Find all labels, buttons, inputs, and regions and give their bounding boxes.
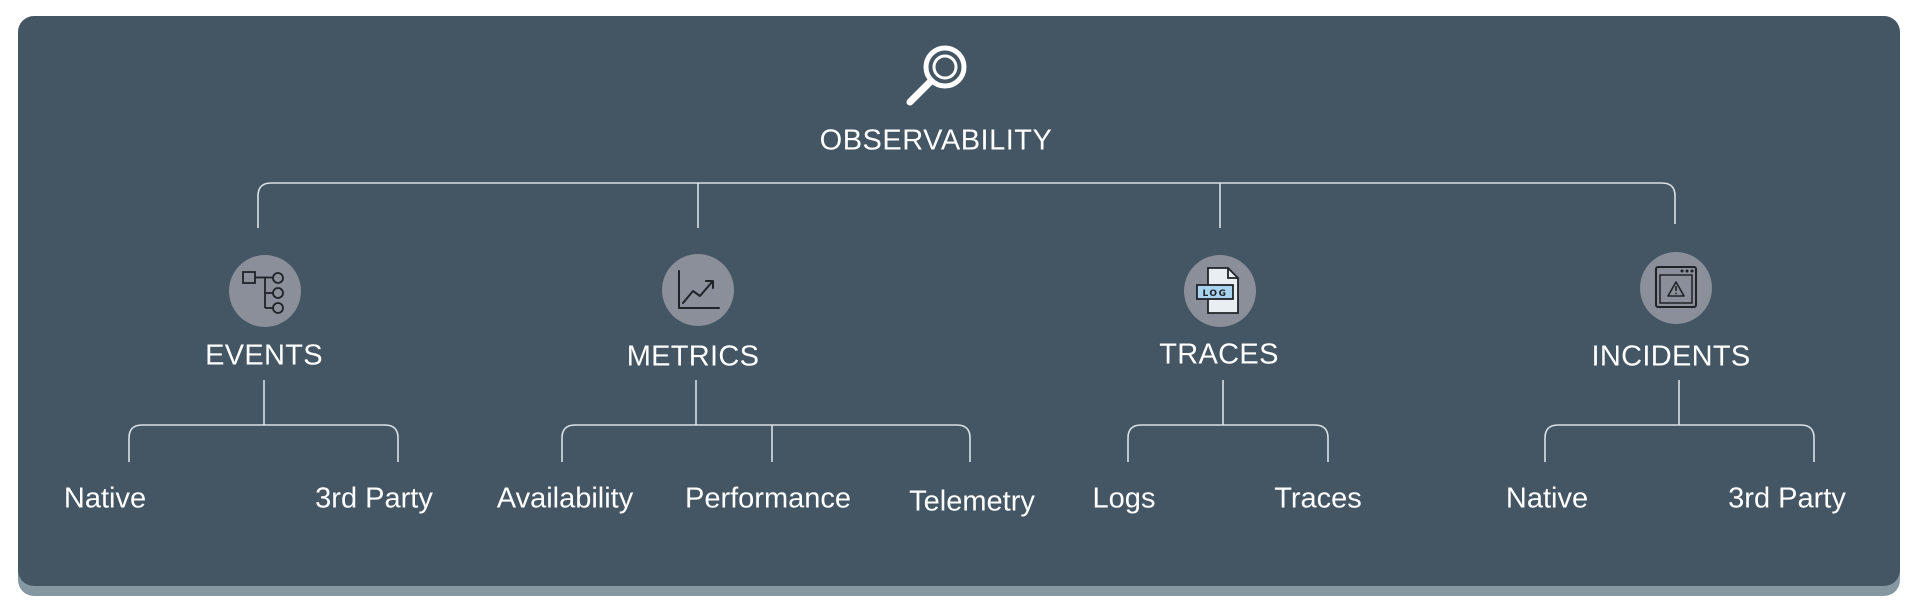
- leaf-events-3rd-party: 3rd Party: [315, 482, 433, 515]
- category-label-incidents: INCIDENTS: [1591, 340, 1751, 373]
- root-connector: [257, 182, 1676, 228]
- leaf-events-native: Native: [63, 482, 147, 515]
- leaf-incidents-3rd-party: 3rd Party: [1728, 482, 1846, 515]
- category-label-metrics: METRICS: [626, 340, 760, 373]
- events-badge: [229, 255, 301, 327]
- incidents-bracket: [1544, 424, 1815, 462]
- leaf-incidents-native: Native: [1505, 482, 1589, 515]
- diagram-panel: [18, 16, 1900, 586]
- leaf-metrics-telemetry: Telemetry: [909, 485, 1035, 518]
- traces-badge: LOG: [1184, 255, 1256, 327]
- leaf-traces-traces: Traces: [1274, 482, 1362, 515]
- magnifier-icon: [906, 45, 967, 106]
- flowchart-icon: [242, 271, 284, 314]
- line-chart-icon: [678, 270, 720, 309]
- metrics-badge: [662, 254, 734, 326]
- traces-bracket: [1127, 424, 1329, 462]
- leaf-metrics-performance: Performance: [684, 482, 852, 515]
- alert-window-icon: [1655, 266, 1697, 308]
- log-file-icon: LOG: [1196, 267, 1239, 314]
- incidents-badge: [1640, 252, 1712, 324]
- events-bracket: [128, 424, 399, 462]
- leaf-metrics-availability: Availability: [496, 482, 634, 515]
- root-label: OBSERVABILITY: [819, 124, 1053, 157]
- log-tag-text: LOG: [1203, 289, 1228, 299]
- leaf-traces-logs: Logs: [1092, 482, 1156, 515]
- metrics-bracket: [561, 424, 971, 462]
- category-label-events: EVENTS: [205, 339, 323, 372]
- category-label-traces: TRACES: [1159, 338, 1279, 371]
